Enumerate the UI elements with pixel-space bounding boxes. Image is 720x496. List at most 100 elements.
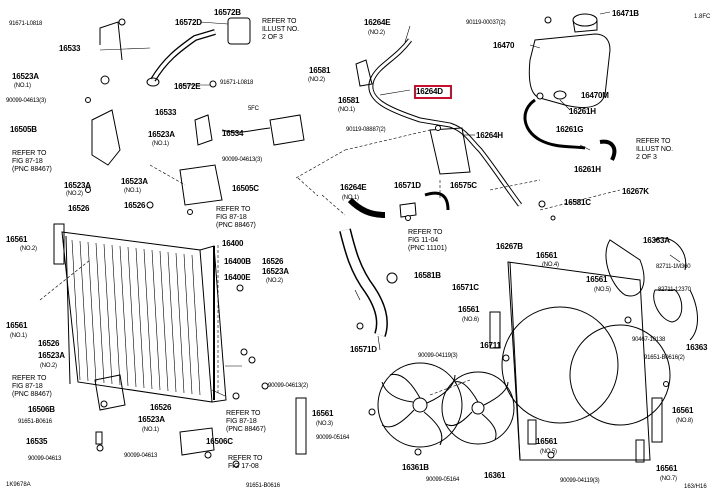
lower-hose [339,197,388,337]
part-label[interactable]: 16533 [59,44,81,53]
part-sublabel: (NO.7) [660,476,677,482]
part-label[interactable]: 16264E [364,18,391,27]
part-label[interactable]: 16581 [309,66,331,75]
part-label[interactable]: 16523A [262,267,289,276]
part-label[interactable]: 16561 [6,321,28,330]
part-label[interactable]: 16363 [686,343,708,352]
part-label[interactable]: 16581B [414,271,441,280]
part-label[interactable]: 91651-B0616(2) [644,355,685,361]
part-label[interactable]: 16506B [28,405,55,414]
part-label[interactable]: 16561 [586,275,608,284]
part-label[interactable]: 16261H [569,107,596,116]
part-label: 5FC [248,106,259,112]
part-label[interactable]: 16261G [556,125,584,134]
part-label[interactable]: 16264E [340,183,367,192]
part-label[interactable]: 16361 [484,471,506,480]
part-label[interactable]: 16523A [12,72,39,81]
part-label[interactable]: 16523A [148,130,175,139]
part-sublabel: (NO.1) [342,195,359,201]
part-label[interactable]: 16471B [612,9,639,18]
part-sublabel: (NO.3) [316,421,333,427]
part-label[interactable]: 82711-1M360 [656,264,691,270]
part-label[interactable]: 90119-08887(2) [346,127,386,133]
part-label[interactable]: 16261H [574,165,601,174]
part-label[interactable]: 90099-04613 [124,453,158,459]
part-sublabel: (NO.6) [462,317,479,323]
part-label[interactable]: 16505B [10,125,37,134]
part-label[interactable]: 16526 [124,201,146,210]
part-label[interactable]: 16400E [224,273,251,282]
part-label[interactable]: 16534 [222,129,244,138]
part-sublabel: (NO.1) [142,427,159,433]
part-label[interactable]: 91671-L0818 [9,21,43,27]
part-label[interactable]: 90099-04119(3) [560,478,600,484]
cooling-fan-2 [441,371,515,445]
part-label[interactable]: 16572D [175,18,202,27]
part-label[interactable]: 16561 [458,305,480,314]
part-label[interactable]: 16575C [450,181,477,190]
part-label[interactable]: 16267K [622,187,649,196]
part-label[interactable]: 16561 [536,251,558,260]
part-label[interactable]: 16523A [38,351,65,360]
part-label[interactable]: 16470M [581,91,609,100]
part-label[interactable]: 16523A [121,177,148,186]
part-label[interactable]: 16711 [480,341,501,350]
reservoir-hose [368,38,523,207]
part-label[interactable]: 91651-B0616 [18,419,52,425]
part-sublabel: (NO.1) [338,107,355,113]
part-label[interactable]: 16363A [643,236,670,245]
part-label[interactable]: 16523A [138,415,165,424]
part-label[interactable]: 16572E [174,82,201,91]
part-label[interactable]: 16571C [452,283,479,292]
part-label[interactable]: 16561 [312,409,334,418]
part-label[interactable]: 16470 [493,41,515,50]
part-label[interactable]: 16561 [6,235,28,244]
part-label[interactable]: 16581 [338,96,360,105]
part-label[interactable]: 82711-12370 [658,287,691,293]
part-sublabel: (NO.2) [20,246,37,252]
part-sublabel: (NO.1) [124,188,141,194]
part-label[interactable]: 16571D [350,345,377,354]
part-label[interactable]: 16535 [26,437,48,446]
part-label[interactable]: 90099-04613(2) [268,383,308,389]
cooling-fan-1 [377,362,463,448]
part-label[interactable]: 90099-05164 [426,477,460,483]
diagram-page: 163/H16 [684,484,707,490]
part-label[interactable]: 16533 [155,108,177,117]
part-label[interactable]: 16526 [68,204,90,213]
part-label[interactable]: 16506C [206,437,233,446]
part-label[interactable]: 16523A [64,181,91,190]
part-label[interactable]: 16581C [564,198,591,207]
part-label[interactable]: 16526 [262,257,284,266]
part-sublabel: (NO.5) [594,287,611,293]
part-label[interactable]: 16561 [656,464,678,473]
part-label[interactable]: 16400 [222,239,244,248]
part-label[interactable]: 90099-04613(3) [6,98,46,104]
part-label[interactable]: 91671-L0818 [220,80,254,86]
part-label[interactable]: 16572B [214,8,241,17]
part-label-highlighted[interactable]: 16264D [416,87,443,96]
part-sublabel: (NO.2) [308,77,325,83]
part-label[interactable]: 16267B [496,242,523,251]
part-label[interactable]: 16526 [38,339,60,348]
part-label[interactable]: 90099-04613(3) [222,157,262,163]
part-label[interactable]: 90467-10138 [632,337,666,343]
part-label[interactable]: 16361B [402,463,429,472]
part-label[interactable]: 16505C [232,184,259,193]
part-label[interactable]: 16264H [476,131,503,140]
part-label[interactable]: 90099-04613 [28,456,62,462]
part-label[interactable]: 90099-05164 [316,435,350,441]
part-label[interactable]: 90119-00037(2) [466,20,506,26]
part-label[interactable]: 16571D [394,181,421,190]
part-label[interactable]: 91651-B0616 [246,483,280,489]
part-label[interactable]: 16561 [672,406,694,415]
part-label[interactable]: 16526 [150,403,172,412]
part-label[interactable]: 16400B [224,257,251,266]
part-label[interactable]: 16561 [536,437,558,446]
highlighted-part-box[interactable] [414,85,452,99]
part-label[interactable]: 90099-04119(3) [418,353,458,359]
